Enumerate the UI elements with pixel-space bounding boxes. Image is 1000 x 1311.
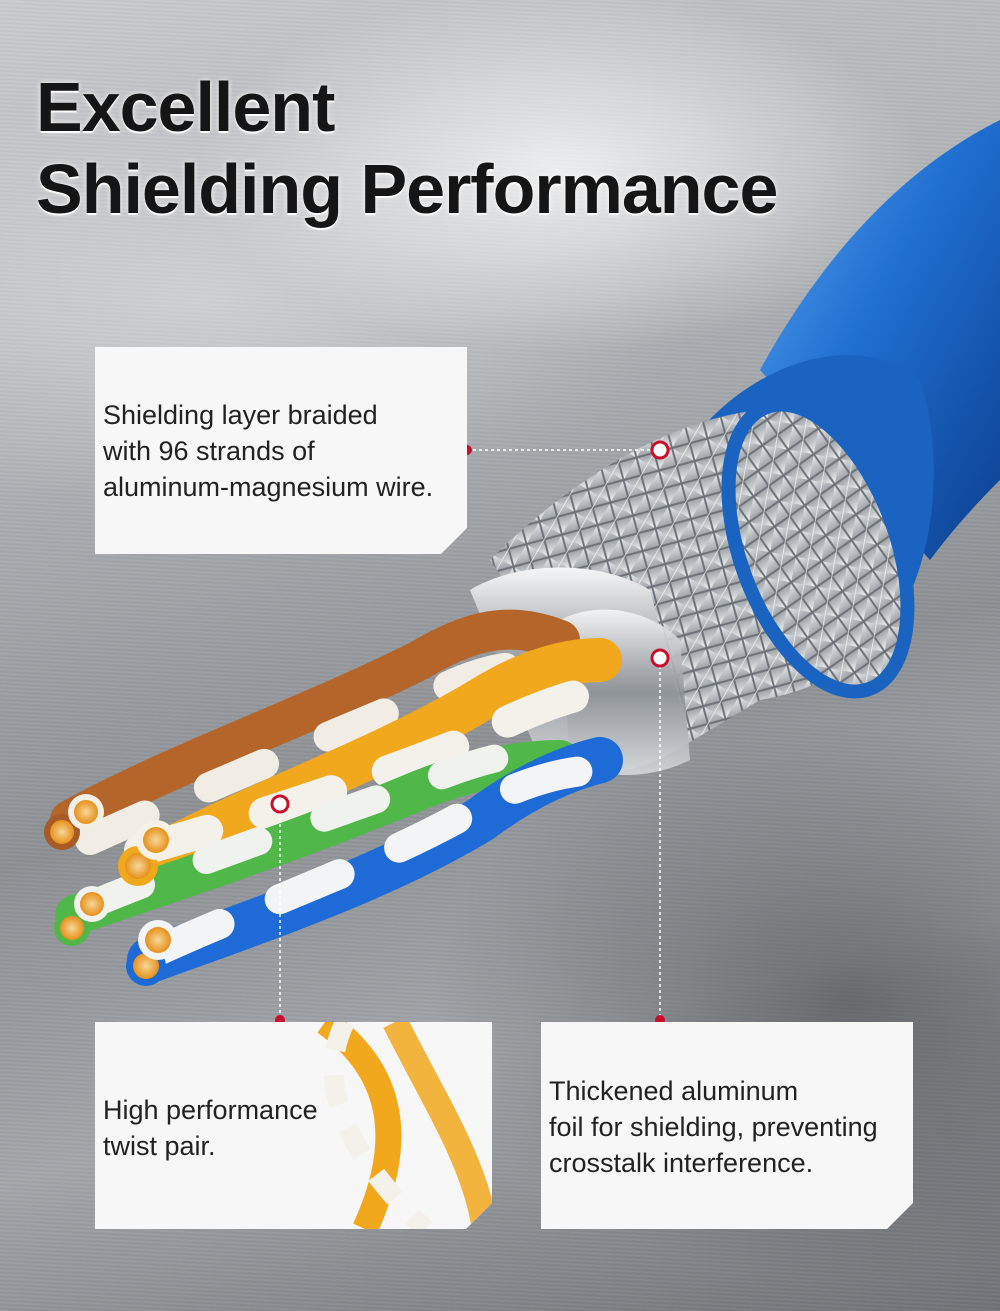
callout-foil-shield-text: Thickened aluminum foil for shielding, p… — [549, 1073, 905, 1181]
callout-line: crosstalk interference. — [549, 1148, 814, 1178]
callout-line: aluminum-magnesium wire. — [103, 472, 434, 502]
callout-line: Thickened aluminum — [549, 1076, 799, 1106]
twisted-pairs — [50, 609, 623, 983]
page-title: Excellent Shielding Performance — [36, 66, 778, 230]
callout-line: twist pair. — [103, 1131, 216, 1161]
callout-braided-shield-text: Shielding layer braided with 96 strands … — [103, 397, 459, 505]
callout-line: Shielding layer braided — [103, 400, 378, 430]
callout-twist-pair-text: High performance twist pair. — [103, 1092, 484, 1164]
callout-braided-shield: Shielding layer braided with 96 strands … — [95, 347, 467, 554]
callout-foil-shield: Thickened aluminum foil for shielding, p… — [541, 1022, 913, 1229]
callout-line: with 96 strands of — [103, 436, 315, 466]
conductor-ends — [44, 794, 178, 986]
callout-leaders — [279, 449, 661, 1020]
title-line-2: Shielding Performance — [36, 150, 778, 228]
callout-twist-pair: High performance twist pair. — [95, 1022, 492, 1229]
title-line-1: Excellent — [36, 68, 335, 146]
callout-line: foil for shielding, preventing — [549, 1112, 878, 1142]
twist-pair-thumbnail — [95, 1022, 492, 1229]
callout-line: High performance — [103, 1095, 318, 1125]
